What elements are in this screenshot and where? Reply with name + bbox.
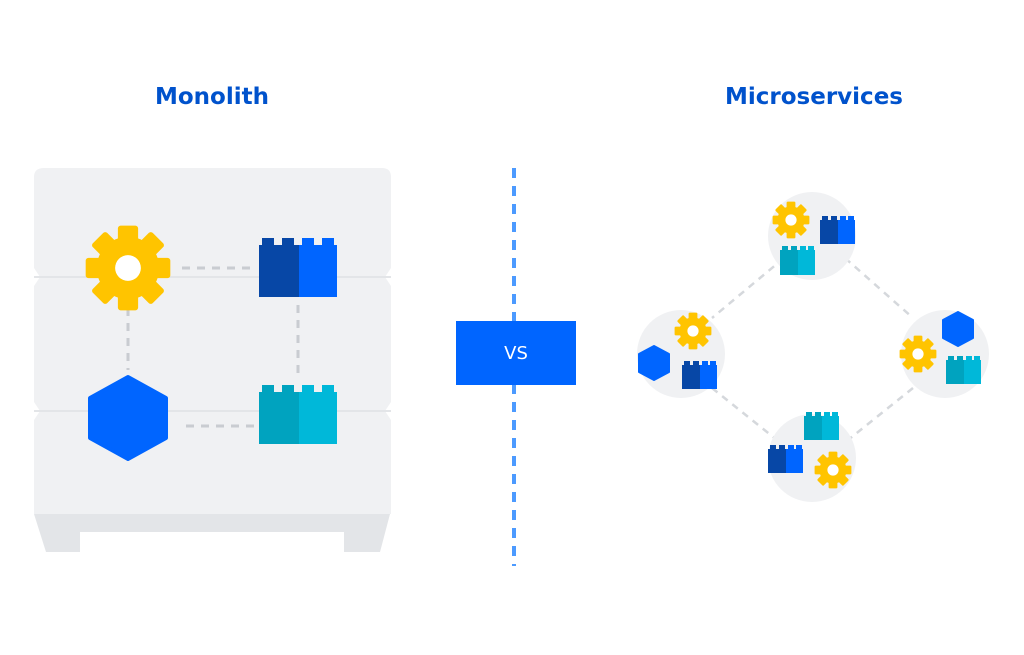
gear-icon (899, 335, 937, 373)
lego-block-icon (804, 412, 839, 440)
lego-block-icon (820, 216, 855, 244)
gear-icon (772, 201, 810, 239)
hexagon-icon (638, 345, 670, 381)
connector-line (844, 257, 914, 319)
connector-line (711, 387, 783, 445)
service-node-right (899, 310, 989, 398)
gear-icon (85, 225, 171, 311)
lego-block-icon (780, 246, 815, 275)
lego-block-icon (259, 385, 337, 444)
lego-block-icon (946, 356, 981, 384)
vs-label: VS (504, 342, 528, 364)
hexagon-icon (942, 311, 974, 347)
microservices-title: Microservices (725, 84, 903, 110)
service-node-bottom (768, 412, 856, 502)
connector-line (711, 257, 785, 319)
vs-box-shape (456, 321, 576, 385)
monolith-base (34, 514, 390, 552)
microservices-network (637, 192, 989, 502)
service-node-left (637, 310, 725, 398)
monolith-body (34, 168, 391, 514)
lego-block-icon (259, 238, 337, 297)
gear-icon (674, 312, 712, 350)
hexagon-icon (88, 375, 168, 461)
monolith-title: Monolith (154, 84, 269, 110)
service-node-top (768, 192, 856, 280)
connector-line (842, 387, 914, 445)
monolith-panel (34, 168, 391, 552)
gear-icon (814, 451, 852, 489)
lego-block-icon (768, 445, 803, 473)
lego-block-icon (682, 361, 717, 389)
